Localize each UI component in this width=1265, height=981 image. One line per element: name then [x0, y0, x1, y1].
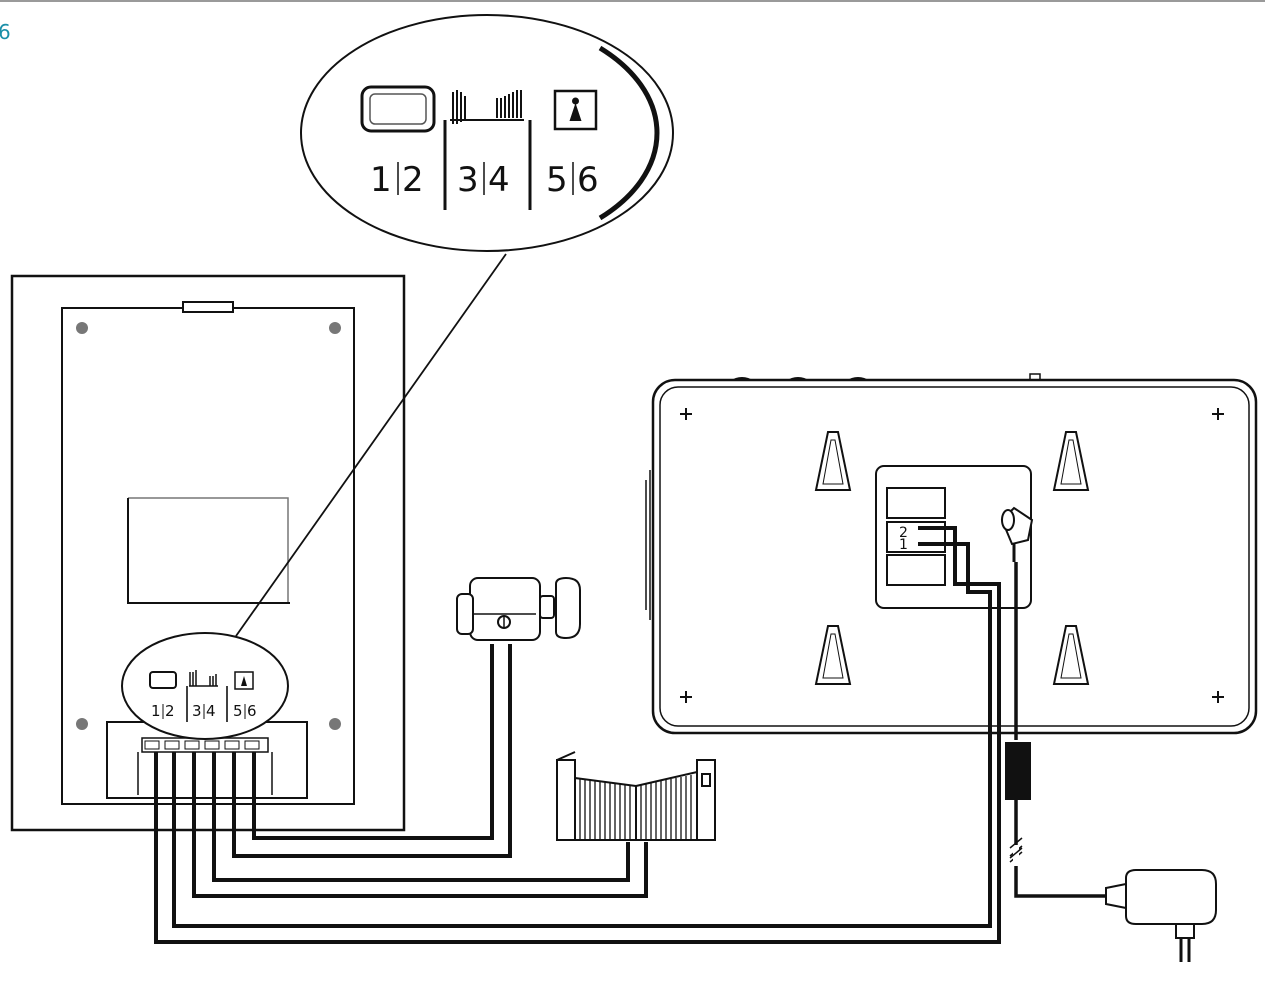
small-terminal-5: 5	[233, 702, 243, 720]
wire-terminal-3-to-gate	[192, 752, 648, 898]
callout-terminal-1: 1	[370, 160, 392, 200]
wire-terminal-6-to-lock	[252, 644, 494, 840]
small-lock-icon	[234, 671, 254, 690]
small-terminal-1: 1	[151, 702, 161, 720]
mount-cross-icon	[680, 408, 1224, 703]
screw-hole	[329, 718, 341, 730]
screw-hole	[76, 718, 88, 730]
wire-terminal-4-to-gate	[212, 752, 630, 882]
wire-terminal-5-to-lock	[232, 644, 512, 858]
callout-leader-line	[235, 253, 507, 637]
terminal-block	[137, 737, 273, 795]
power-adapter-icon	[1105, 869, 1217, 962]
wire-terminal-1-to-monitor	[154, 526, 1001, 944]
small-gate-icon	[189, 670, 218, 687]
gate-motor-icon	[556, 751, 716, 841]
small-terminal-6: 6	[247, 702, 257, 720]
electric-lock-icon	[456, 576, 581, 641]
lock-icon	[553, 89, 598, 131]
page-number: 6	[0, 20, 11, 44]
power-jack-icon	[1000, 506, 1034, 562]
screw-hole	[76, 322, 88, 334]
callout-terminal-4: 4	[488, 160, 510, 200]
callout-terminal-2: 2	[402, 160, 424, 200]
wire-monitor-power	[1014, 562, 1106, 898]
small-terminal-4: 4	[206, 702, 216, 720]
indoor-monitor: 2 1	[645, 373, 1258, 735]
small-terminal-3: 3	[192, 702, 202, 720]
port-label-1: 1	[899, 537, 908, 553]
port-label-2: 2	[899, 525, 908, 541]
wall-hook-icon	[814, 431, 1090, 685]
callout-terminal-5: 5	[546, 160, 568, 200]
callout-terminal-6: 6	[577, 160, 599, 200]
outdoor-panel: 1 2 3 4 5 6	[10, 274, 406, 832]
callout-terminal-3: 3	[457, 160, 479, 200]
power-cable-filter	[1005, 742, 1031, 800]
gate-icon	[450, 90, 524, 124]
wire-terminal-2-to-monitor	[172, 542, 992, 928]
small-monitor-icon	[149, 671, 177, 689]
wiring	[154, 526, 1106, 944]
screw-hole	[329, 322, 341, 334]
small-terminal-2: 2	[165, 702, 175, 720]
callout-ellipse: 1 2 3 4 5 6	[300, 14, 674, 252]
monitor-icon	[360, 85, 436, 133]
